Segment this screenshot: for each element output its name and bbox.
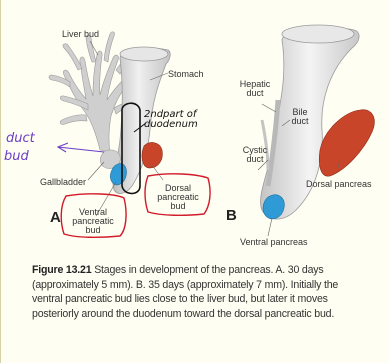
panel-label-b: B	[226, 208, 237, 223]
label-ventral-pancreas: Ventral pancreas	[240, 238, 308, 247]
label-cystic-duct: Cystic duct	[240, 146, 270, 164]
figure-caption: Figure 13.21 Stages in development of th…	[32, 263, 370, 321]
panel-label-a: A	[50, 210, 61, 225]
label-dorsal-pancreas: Dorsal pancreas	[306, 180, 372, 189]
annotation-bud: bud	[4, 150, 29, 163]
label-gallbladder: Gallbladder	[40, 178, 86, 187]
annotation-duct: duct	[6, 132, 35, 145]
purple-arrow	[58, 143, 104, 152]
caption-figure-label: Figure 13.21	[32, 264, 91, 276]
label-dorsal-pancreatic-bud: Dorsal pancreatic bud	[150, 184, 206, 211]
label-ventral-pancreatic-bud: Ventral pancreatic bud	[66, 208, 120, 235]
label-hepatic-duct: Hepatic duct	[238, 80, 272, 98]
dorsal-bud-drawing	[142, 143, 162, 168]
label-stomach: Stomach	[168, 70, 204, 79]
label-liver-bud: Liver bud	[62, 30, 99, 39]
label-bile-duct: Bile duct	[290, 108, 310, 126]
dorsal-pancreas-drawing	[319, 110, 374, 176]
annotation-second-part-duodenum: 2ndpart of duodenum	[144, 110, 224, 130]
